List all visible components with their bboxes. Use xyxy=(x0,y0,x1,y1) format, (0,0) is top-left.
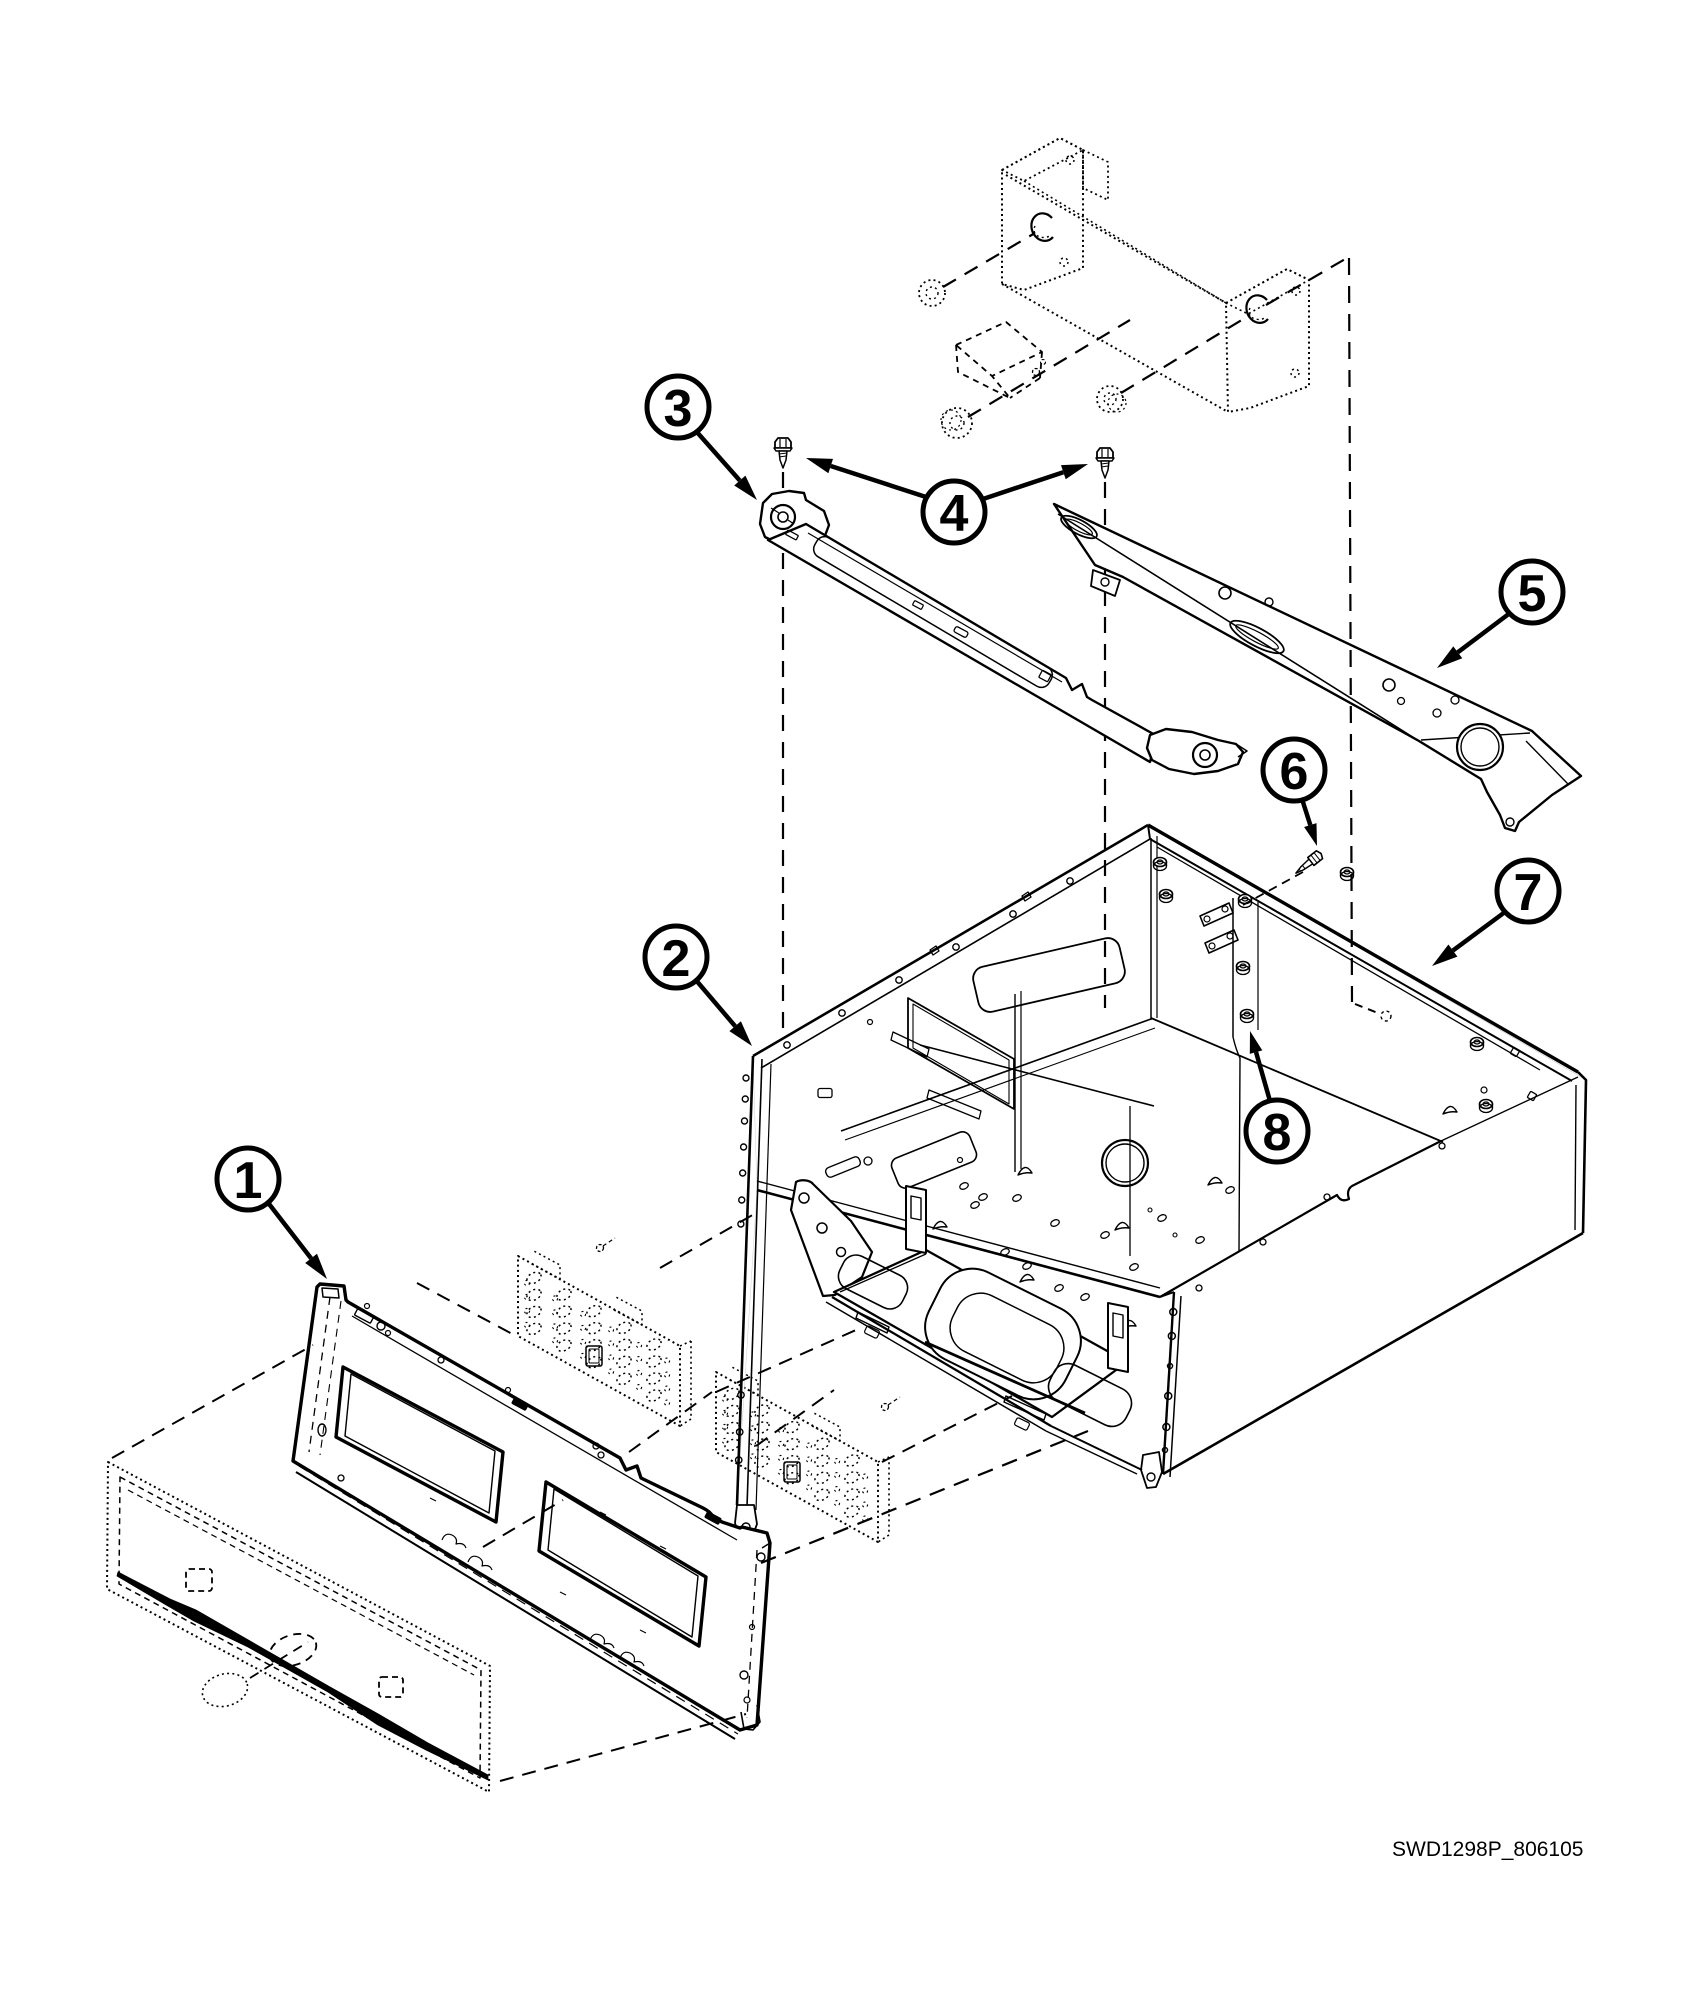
svg-text:3: 3 xyxy=(664,380,693,438)
svg-text:6: 6 xyxy=(1280,743,1309,801)
svg-text:2: 2 xyxy=(662,930,691,988)
svg-text:1: 1 xyxy=(234,1152,263,1210)
svg-text:8: 8 xyxy=(1263,1104,1292,1162)
svg-text:5: 5 xyxy=(1518,565,1547,623)
svg-text:7: 7 xyxy=(1514,864,1543,922)
svg-text:SWD1298P_806105: SWD1298P_806105 xyxy=(1392,1838,1583,1861)
svg-text:4: 4 xyxy=(940,485,969,543)
